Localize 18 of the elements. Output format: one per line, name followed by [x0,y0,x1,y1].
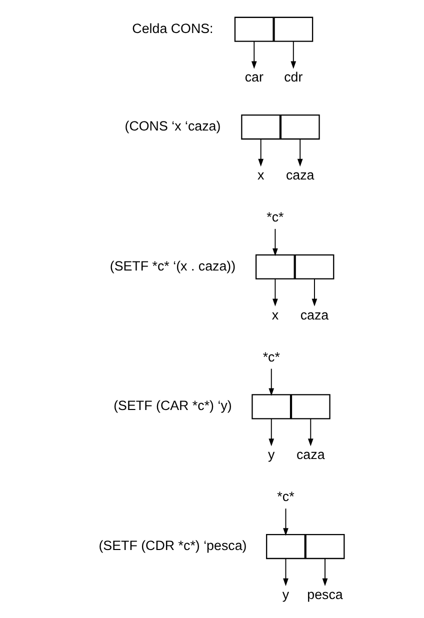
node-text: y [282,586,290,602]
node-text: car [244,70,264,85]
label: (CONS ‘x ‘caza) [124,118,221,134]
node-text: cdr [284,70,303,85]
node-text: *c* [266,210,284,225]
node-text: pesca [307,586,343,602]
node-text: caza [300,307,329,322]
node-text: *c* [277,489,294,504]
node-text: x [272,307,279,322]
label: (SETF *c* ‘(x . caza)) [110,258,236,274]
node-text: caza [286,167,314,182]
node-text: *c* [262,349,280,364]
node-text: x [257,167,264,182]
label: (SETF (CAR *c*) ‘y) [114,398,232,414]
label: Celda CONS: [132,20,214,36]
label: (SETF (CDR *c*) ‘pesca) [98,538,247,554]
node-text: caza [296,447,325,462]
node-text: y [268,447,275,462]
